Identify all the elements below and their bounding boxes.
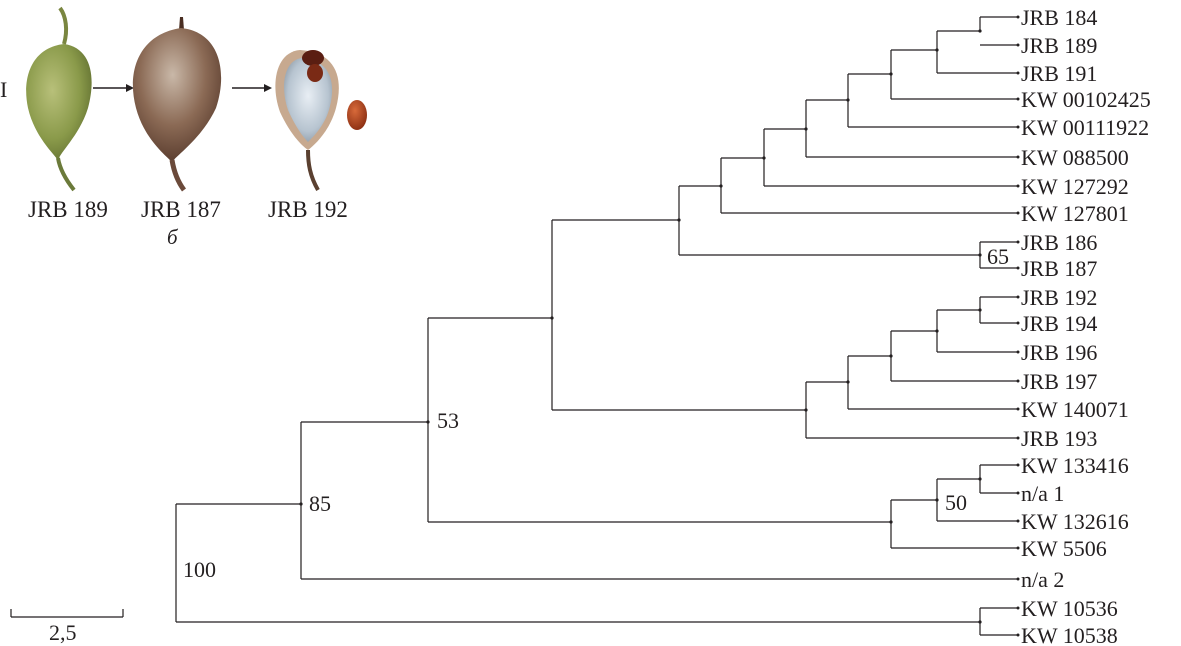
- node-markers: [299, 29, 982, 624]
- branch-kw00102425: [890, 49, 1018, 100]
- branch-clade-a: [678, 185, 980, 256]
- fruit-brown-image: [132, 17, 222, 192]
- branch-kw088500: [805, 99, 1018, 158]
- support-value: 100: [183, 557, 216, 582]
- leaf-label: JRB 186: [1021, 230, 1097, 255]
- seed-image: [347, 100, 367, 130]
- branch-root: [175, 503, 980, 623]
- leaf-label: KW 00102425: [1021, 87, 1151, 112]
- leaf-label: n/a 2: [1021, 567, 1064, 592]
- leaf-label: JRB 194: [1021, 311, 1097, 336]
- leaf-label: JRB 191: [1021, 61, 1097, 86]
- branch-kw10536-10538: [979, 607, 1018, 636]
- leaf-label: KW 00111922: [1021, 115, 1149, 140]
- branch-clade-85: [300, 421, 1018, 580]
- photo-caption-3: JRB 192: [268, 197, 348, 222]
- branch-kw5506: [890, 499, 1018, 549]
- leaf-label: KW 088500: [1021, 145, 1129, 170]
- fruit-open-image: [275, 50, 339, 191]
- phylogenetic-tree: [175, 16, 1018, 636]
- scale-bar-label: 2,5: [49, 620, 77, 645]
- leaf-label: JRB 189: [1021, 33, 1097, 58]
- leaf-label: KW 133416: [1021, 453, 1129, 478]
- branch-jrb192-194: [979, 296, 1018, 324]
- arrow-2: [232, 84, 272, 92]
- leaf-label: KW 140071: [1021, 397, 1129, 422]
- leaf-label: JRB 197: [1021, 369, 1097, 394]
- branch-jrb184: [979, 16, 1018, 31]
- leaf-label: JRB 196: [1021, 340, 1097, 365]
- photo-panel-letter: б: [167, 225, 179, 249]
- branch-clade-53: [427, 317, 891, 523]
- leaf-label: JRB 187: [1021, 256, 1097, 281]
- leaf-label: KW 10538: [1021, 623, 1118, 646]
- branch-jrb197: [890, 330, 1018, 382]
- leaf-label: KW 127292: [1021, 174, 1129, 199]
- leaf-label: KW 5506: [1021, 536, 1107, 561]
- leaf-label: KW 132616: [1021, 509, 1129, 534]
- fruit-green-image: [26, 6, 92, 192]
- leaf-label: JRB 193: [1021, 426, 1097, 451]
- leaf-labels: JRB 184 JRB 189 JRB 191 KW 00102425 KW 0…: [1021, 5, 1151, 646]
- scale-bar: 2,5: [10, 609, 124, 645]
- photo-caption-1: JRB 189: [28, 197, 108, 222]
- leaf-label: KW 127801: [1021, 201, 1129, 226]
- branch-jrb193: [805, 381, 1018, 439]
- support-value: 53: [437, 408, 459, 433]
- branch-jrb191: [936, 30, 1018, 74]
- support-value: 85: [309, 491, 331, 516]
- branch-kw00111922: [847, 73, 1018, 128]
- branch-kw140071: [847, 355, 1018, 410]
- branch-jrb196: [936, 309, 1018, 353]
- leaf-label: JRB 192: [1021, 285, 1097, 310]
- photo-scale-mark: I: [0, 77, 7, 102]
- leaf-label: n/a 1: [1021, 481, 1064, 506]
- photo-caption-2: JRB 187: [141, 197, 221, 222]
- branch-kw133416-na1: [979, 464, 1018, 494]
- leaf-label: JRB 184: [1021, 5, 1097, 30]
- support-value: 50: [945, 490, 967, 515]
- leaf-label: KW 10536: [1021, 596, 1118, 621]
- support-values: 65 53 50 85 100: [183, 244, 1009, 582]
- support-value: 65: [987, 244, 1009, 269]
- leaf-tip-markers: [1016, 15, 1020, 637]
- fruit-photo-panel: I: [0, 6, 367, 249]
- arrow-1: [93, 84, 134, 92]
- branch-clade-b: [551, 219, 806, 411]
